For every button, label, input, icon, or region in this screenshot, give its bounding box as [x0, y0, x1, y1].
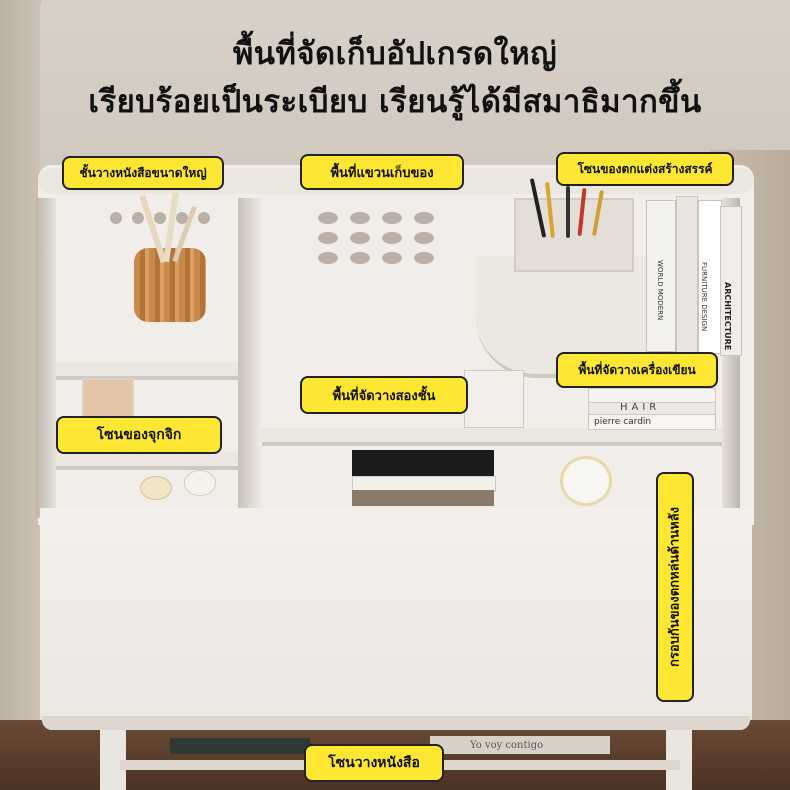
- under-book: [170, 738, 310, 754]
- book-hair-text: HAIR: [620, 402, 661, 413]
- headline-line-2: เรียบร้อยเป็นระเบียบ เรียนรู้ได้มีสมาธิม…: [88, 84, 702, 120]
- book-lower: [352, 490, 494, 506]
- book-standing: [646, 200, 676, 352]
- book-standing: [676, 196, 698, 354]
- label-stationery-area: พื้นที่จัดวางเครื่องเขียน: [556, 352, 718, 388]
- middle-shelf: [262, 428, 722, 446]
- label-creative-decor-zone: โซนของตกแต่งสร้างสรรค์: [556, 152, 734, 186]
- label-small-items-zone: โซนของจุกจิก: [56, 416, 222, 454]
- left-lower-shelf: [56, 452, 238, 470]
- book-spine-text: ARCHITECTURE: [723, 282, 732, 351]
- desk-front-edge: [42, 716, 750, 730]
- desk-surface: [40, 508, 752, 728]
- pen: [566, 186, 570, 238]
- label-spill-proof-edge: กรอบกันของตกหล่นด้านหลัง: [656, 472, 694, 702]
- desk-organizer: [464, 370, 524, 428]
- under-book: [430, 736, 610, 754]
- label-large-book-shelf: ชั้นวางหนังสือขนาดใหญ่: [62, 156, 224, 190]
- wooden-pen-holder: [134, 248, 206, 322]
- alarm-clock: [560, 456, 612, 506]
- under-book-text: Yo voy contigo: [470, 740, 544, 751]
- headline-line-1: พื้นที่จัดเก็บอัปเกรดใหญ่: [232, 36, 558, 72]
- small-figurine: [184, 470, 216, 496]
- label-book-zone: โซนวางหนังสือ: [304, 744, 444, 782]
- book-spine-text: FURNITURE DESIGN: [700, 262, 708, 332]
- label-two-tier-area: พื้นที่จัดวางสองชั้น: [300, 376, 468, 414]
- left-divider: [238, 198, 262, 516]
- book-cardin-text: pierre cardin: [594, 417, 652, 427]
- left-upper-shelf: [56, 362, 238, 380]
- photo-frame: [82, 378, 134, 418]
- label-hanging-storage: พื้นที่แขวนเก็บของ: [300, 154, 464, 190]
- left-side-panel: [36, 198, 56, 518]
- book-lower: [352, 450, 494, 476]
- book-stack: [588, 414, 716, 430]
- book-spine-text: WORLD MODERN: [656, 260, 664, 321]
- small-clock: [140, 476, 172, 500]
- book-standing: [720, 206, 742, 356]
- pen-cup: [514, 198, 634, 272]
